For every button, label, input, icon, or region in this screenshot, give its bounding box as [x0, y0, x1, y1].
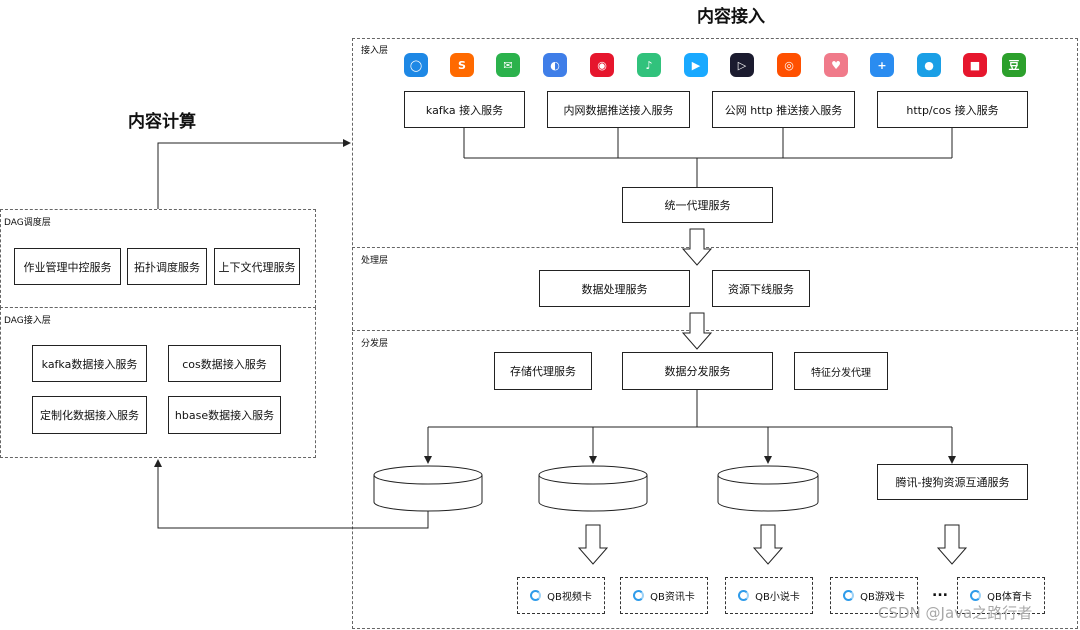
card-qb-sports: QB体育卡 — [957, 577, 1045, 614]
layer-separator-process — [352, 247, 1078, 248]
dag-access-layer-label: DAG接入层 — [4, 316, 51, 326]
card-qb-game: QB游戏卡 — [830, 577, 918, 614]
doc-resource-label-1: 文档资源 — [409, 496, 449, 507]
content-access-region — [352, 38, 1078, 629]
qb-browser-icon — [530, 590, 542, 601]
card-qb-video: QB视频卡 — [517, 577, 605, 614]
custom-data-access-service: 定制化数据接入服务 — [32, 396, 147, 434]
qb-browser-icon — [633, 590, 645, 601]
video-app-icon: ▷ — [730, 53, 754, 77]
tencent-maps-icon: + — [870, 53, 894, 77]
doc-resource-label-2: 文档资源 — [572, 496, 612, 507]
public-http-push-access-service: 公网 http 推送接入服务 — [712, 91, 855, 128]
card-qb-news: QB资讯卡 — [620, 577, 708, 614]
data-processing-service: 数据处理服务 — [539, 270, 690, 307]
wechat-icon: ✉ — [496, 53, 520, 77]
context-proxy-service: 上下文代理服务 — [214, 248, 300, 285]
dag-schedule-layer-label: DAG调度层 — [4, 218, 51, 228]
card-label: QB资讯卡 — [650, 592, 695, 603]
qq-music-icon: ♪ — [637, 53, 661, 77]
topology-schedule-service: 拓扑调度服务 — [127, 248, 207, 285]
dag-access-region — [0, 307, 316, 458]
content-compute-title: 内容计算 — [128, 112, 196, 132]
storage-proxy-service: 存储代理服务 — [494, 352, 592, 390]
tencent-sogou-interop-service: 腾讯-搜狗资源互通服务 — [877, 464, 1028, 500]
kuaishou-icon: ◎ — [777, 53, 801, 77]
card-qb-novel: QB小说卡 — [725, 577, 813, 614]
feature-kv-storage-label: 特征KV存储 — [744, 496, 798, 507]
qq-icon: ● — [917, 53, 941, 77]
kafka-data-access-service: kafka数据接入服务 — [32, 345, 147, 382]
qq-browser-icon: ◯ — [404, 53, 428, 77]
sogou-icon: S — [450, 53, 474, 77]
unified-proxy-service: 统一代理服务 — [622, 187, 773, 223]
http-cos-access-service: http/cos 接入服务 — [877, 91, 1028, 128]
tencent-video-icon: ▶ — [684, 53, 708, 77]
kafka-access-service: kafka 接入服务 — [404, 91, 525, 128]
qb-browser-icon — [738, 590, 750, 601]
process-layer-label: 处理层 — [361, 256, 389, 266]
douban-icon: 豆 — [1002, 53, 1026, 77]
dag-to-access-line — [157, 139, 351, 209]
card-label: QB游戏卡 — [860, 592, 905, 603]
data-distribute-service: 数据分发服务 — [622, 352, 773, 390]
feature-distribute-proxy: 特征分发代理 — [794, 352, 888, 390]
qb-browser-icon — [843, 590, 855, 601]
access-layer-label: 接入层 — [361, 46, 389, 56]
card-label: QB体育卡 — [987, 592, 1032, 603]
card-label: QB视频卡 — [547, 592, 592, 603]
content-access-title: 内容接入 — [697, 7, 765, 27]
xiaohongshu-icon: ■ — [963, 53, 987, 77]
resource-offline-service: 资源下线服务 — [712, 270, 810, 307]
card-label: QB小说卡 — [755, 592, 800, 603]
layer-separator-distribute — [352, 330, 1078, 331]
bell-app-icon: ◐ — [543, 53, 567, 77]
hbase-data-access-service: hbase数据接入服务 — [168, 396, 281, 434]
lofter-icon: ♥ — [824, 53, 848, 77]
more-cards-ellipsis: ... — [932, 584, 948, 600]
intranet-push-access-service: 内网数据推送接入服务 — [547, 91, 690, 128]
weibo-icon: ◉ — [590, 53, 614, 77]
qb-browser-icon — [970, 590, 982, 601]
cos-data-access-service: cos数据接入服务 — [168, 345, 281, 382]
distribute-layer-label: 分发层 — [361, 339, 389, 349]
job-control-service: 作业管理中控服务 — [14, 248, 121, 285]
csdn-watermark: CSDN @Java之路行者 — [878, 604, 1033, 622]
